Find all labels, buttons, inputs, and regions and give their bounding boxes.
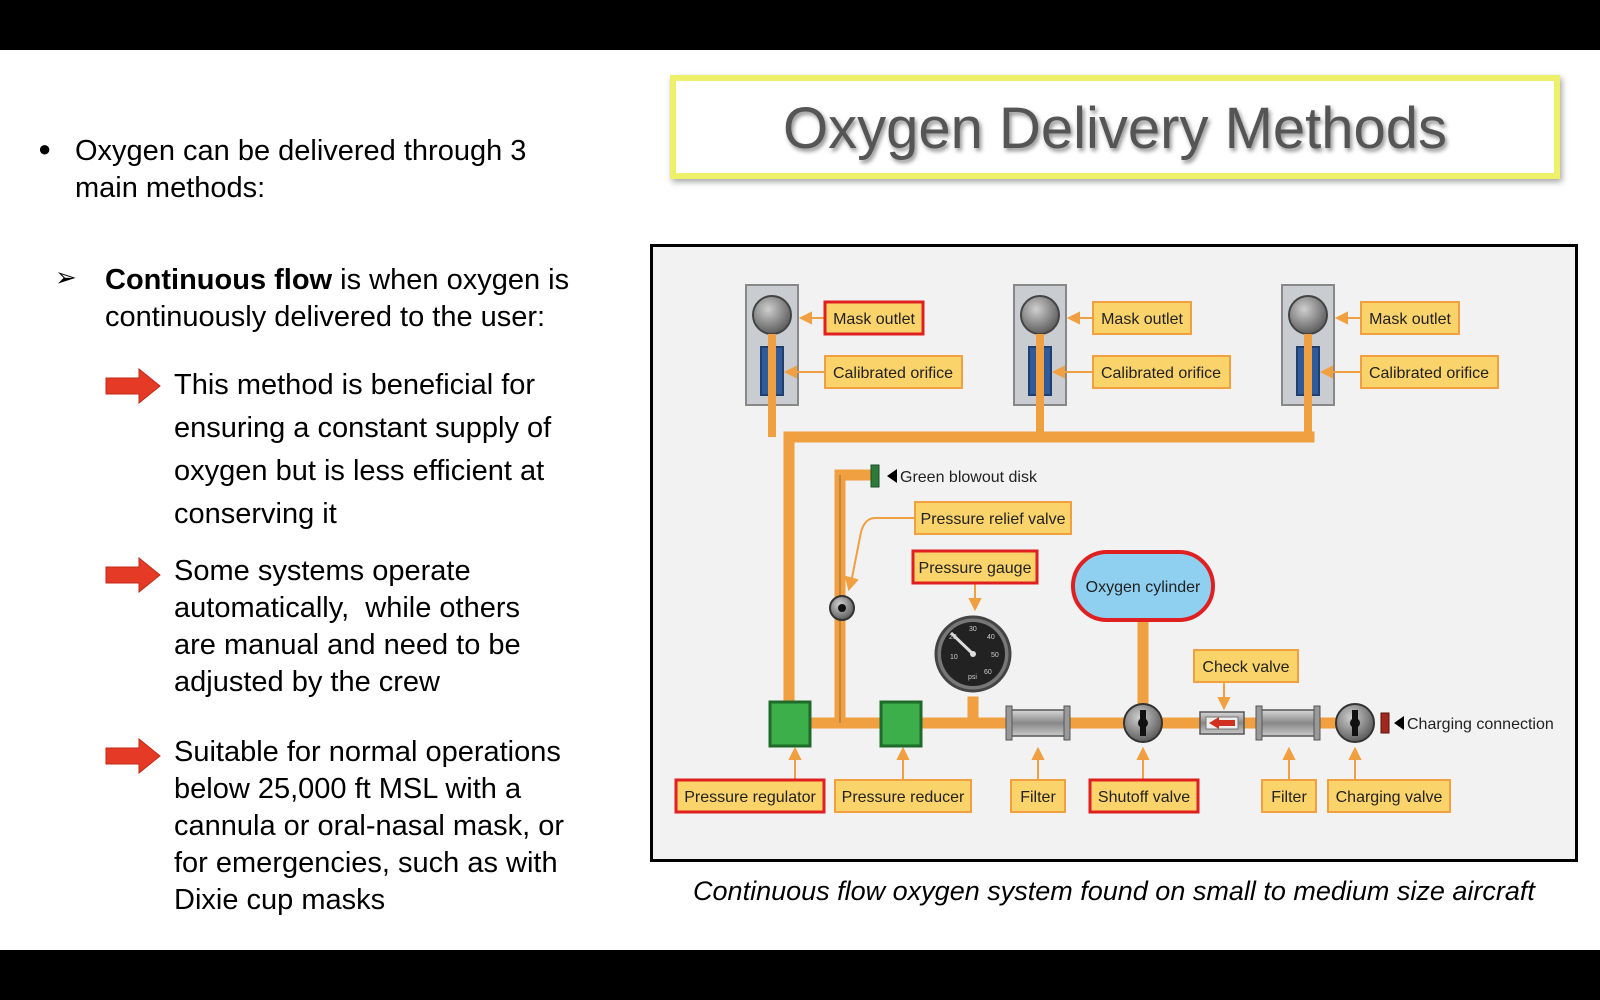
label-box xyxy=(1193,649,1299,683)
gauge-tick: 20 xyxy=(949,634,957,641)
label-box xyxy=(1010,779,1066,813)
label-filter: Filter xyxy=(1271,789,1307,806)
label-charging-valve: Charging valve xyxy=(1336,789,1443,806)
label-box xyxy=(1360,301,1460,335)
intro-line-2: main methods: xyxy=(75,172,266,204)
bullet-dot: ● xyxy=(38,136,52,161)
label-mask-outlet: Mask outlet xyxy=(1101,311,1183,328)
point-3-line: Suitable for normal operations xyxy=(174,736,561,768)
label-calibrated-orifice: Calibrated orifice xyxy=(1101,365,1221,382)
relief-valve-center xyxy=(838,604,846,612)
label-box xyxy=(1360,355,1499,389)
gauge-unit: psi xyxy=(968,674,977,681)
gauge-tick: 10 xyxy=(950,654,958,661)
labels: Mask outlet Calibrated orifice Mask outl… xyxy=(674,300,1499,814)
slide: Oxygen Delivery Methods ● Oxygen can be … xyxy=(0,50,1600,950)
point-3-text: Suitable for normal operations below 25,… xyxy=(174,734,564,919)
green-blowout-disk-icon xyxy=(870,464,880,488)
label-oxygen-cylinder: Oxygen cylinder xyxy=(1086,579,1201,596)
pressure-reducer-icon xyxy=(879,700,923,748)
label-calibrated-orifice: Calibrated orifice xyxy=(1369,365,1489,382)
red-arrow-icon xyxy=(105,738,161,774)
label-shutoff-valve: Shutoff valve xyxy=(1098,789,1190,806)
point-3-line: Dixie cup masks xyxy=(174,884,386,916)
chevron-bullet-icon: ➢ xyxy=(55,262,77,292)
label-filter: Filter xyxy=(1020,789,1056,806)
label-box xyxy=(824,355,963,389)
label-box xyxy=(914,501,1072,535)
label-box xyxy=(674,778,826,814)
pressure-regulator-icon xyxy=(768,700,812,748)
label-pressure-gauge: Pressure gauge xyxy=(919,560,1032,577)
label-charging-connection: Charging connection xyxy=(1407,716,1554,733)
filter-icon xyxy=(1005,705,1071,741)
diagram-caption: Continuous flow oxygen system found on s… xyxy=(693,876,1535,906)
label-green-blowout-disk: Green blowout disk xyxy=(900,469,1038,486)
gauge-tick: 40 xyxy=(987,634,995,641)
oxygen-cylinder-icon xyxy=(1071,550,1215,622)
label-mask-outlet: Mask outlet xyxy=(1369,311,1451,328)
label-box xyxy=(1092,301,1192,335)
oxygen-system-diagram: Green blowout disk 10 20 30 40 50 60 psi xyxy=(650,244,1578,862)
label-pressure-regulator: Pressure regulator xyxy=(684,789,816,806)
label-check-valve: Check valve xyxy=(1202,659,1289,676)
label-box xyxy=(1088,778,1200,814)
label-box xyxy=(823,300,925,336)
red-arrow-icon xyxy=(105,557,161,593)
shutoff-valve-icon xyxy=(1123,703,1163,743)
point-3-line: for emergencies, such as with xyxy=(174,847,558,879)
point-2-line: Some systems operate xyxy=(174,555,471,587)
label-box xyxy=(834,779,972,813)
red-arrow-icon xyxy=(105,368,161,404)
mask-unit xyxy=(745,284,799,437)
method-rest: is when oxygen is xyxy=(332,264,570,296)
slide-title: Oxygen Delivery Methods xyxy=(782,96,1448,161)
pointer-icon xyxy=(1394,716,1404,730)
label-pressure-reducer: Pressure reducer xyxy=(842,789,965,806)
point-1-line: conserving it xyxy=(174,498,337,530)
pointer-icon xyxy=(887,469,897,483)
method-line-2: continuously delivered to the user: xyxy=(105,301,546,333)
mask-unit xyxy=(1013,284,1067,437)
gauge-tick: 60 xyxy=(984,669,992,676)
label-box xyxy=(1092,355,1231,389)
point-1-line: This method is beneficial for xyxy=(174,369,536,401)
label-mask-outlet: Mask outlet xyxy=(833,311,915,328)
label-calibrated-orifice: Calibrated orifice xyxy=(833,365,953,382)
intro-line-1: Oxygen can be delivered through 3 xyxy=(75,135,527,167)
label-box xyxy=(911,549,1039,585)
point-2-line: are manual and need to be xyxy=(174,629,521,661)
method-line-1: Continuous flow is when oxygen is xyxy=(105,262,569,299)
point-3-line: cannula or oral-nasal mask, or xyxy=(174,810,565,842)
point-2-line: adjusted by the crew xyxy=(174,666,440,698)
pressure-gauge-icon xyxy=(934,615,1012,693)
point-2-text: Some systems operate automatically, whil… xyxy=(174,553,521,701)
point-1-line: oxygen but is less efficient at xyxy=(174,455,545,487)
gauge-scale: 10 20 30 40 50 60 psi xyxy=(949,626,999,681)
leader-lines xyxy=(783,311,1362,780)
filter-icon xyxy=(1255,705,1321,741)
point-1-line: ensuring a constant supply of xyxy=(174,412,552,444)
charging-valve-icon xyxy=(1335,703,1375,743)
check-valve-icon xyxy=(1199,711,1245,735)
point-1-text: This method is beneficial for ensuring a… xyxy=(174,364,551,536)
gauge-tick: 30 xyxy=(969,626,977,633)
point-2-line: automatically, while others xyxy=(174,592,521,624)
method-bold: Continuous flow xyxy=(105,264,333,296)
mask-unit xyxy=(1281,284,1335,437)
point-3-line: below 25,000 ft MSL with a xyxy=(174,773,522,805)
label-pressure-relief-valve: Pressure relief valve xyxy=(921,511,1066,528)
title-box: Oxygen Delivery Methods xyxy=(670,75,1560,179)
gauge-tick: 50 xyxy=(991,652,999,659)
label-box xyxy=(1327,779,1451,813)
charging-connection-icon xyxy=(1380,712,1390,734)
label-box xyxy=(1261,779,1317,813)
